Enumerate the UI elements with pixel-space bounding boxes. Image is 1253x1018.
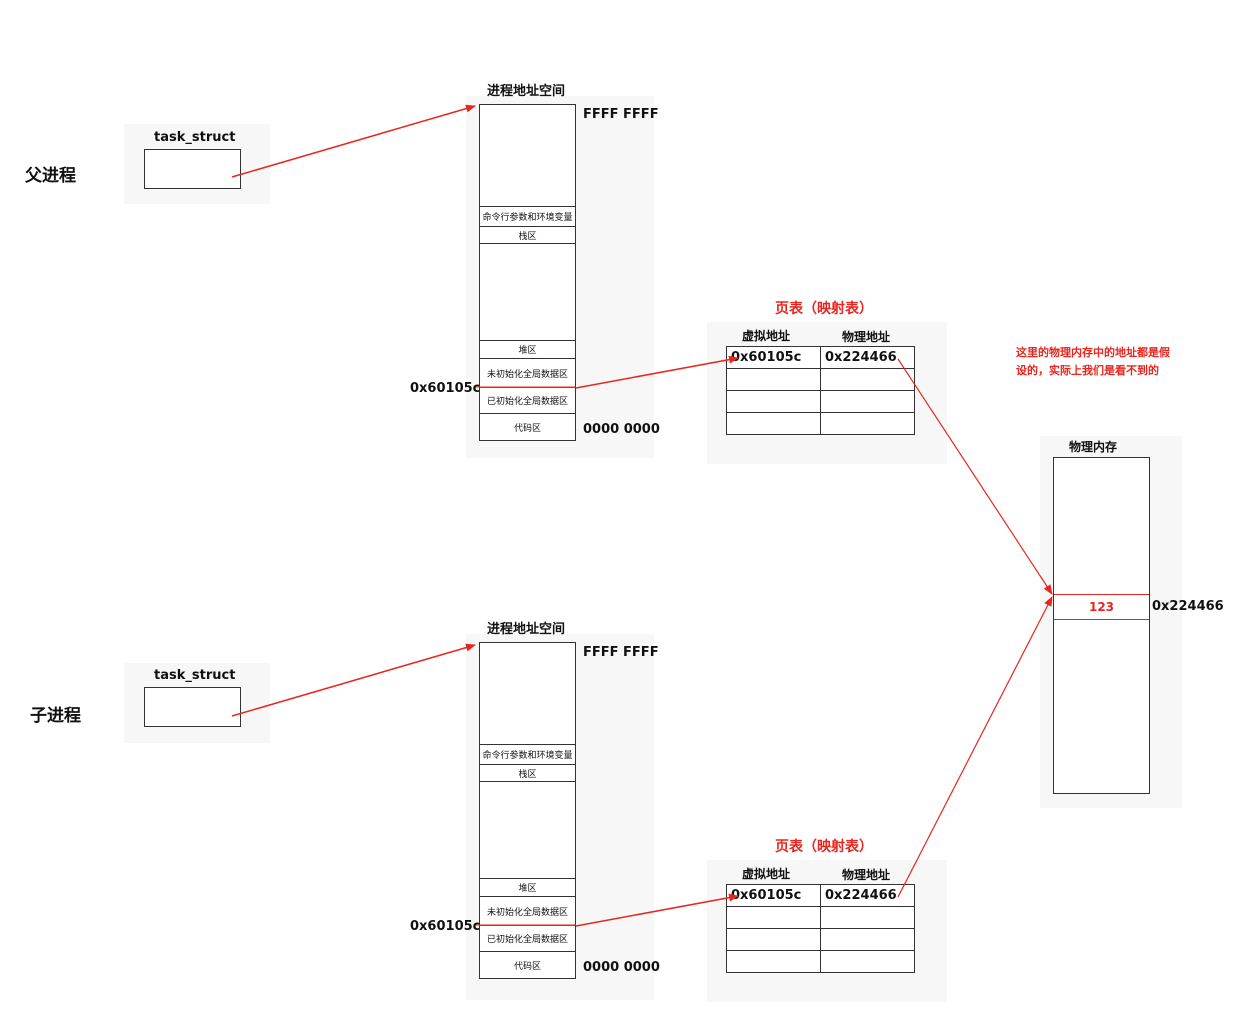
table-row: 0x60105c 0x224466 [726,346,915,369]
child-seg-cmdline-env: 命令行参数和环境变量 [480,744,575,764]
arrow-parent-task-to-space [231,104,476,178]
child-seg-stack: 栈区 [480,764,575,782]
parent-pt-virtual-cell: 0x60105c [726,346,821,369]
child-top-addr: FFFF FFFF [583,645,659,660]
physical-memory-title: 物理内存 [1069,440,1118,454]
child-page-table-title: 页表（映射表） [775,839,873,855]
table-row: 0x60105c 0x224466 [726,884,915,907]
child-bottom-addr: 0000 0000 [583,960,660,975]
parent-addr-space-title: 进程地址空间 [487,84,566,99]
child-pt-col-virtual: 虚拟地址 [742,867,791,881]
arrow-child-space-to-table [575,893,739,927]
arrow-child-task-to-space [231,643,476,717]
child-seg-bss: 未初始化全局数据区 [480,896,575,925]
child-addr-space-title: 进程地址空间 [487,622,566,637]
child-seg-heap: 堆区 [480,878,575,896]
parent-seg-stack: 栈区 [480,226,575,244]
table-row [726,412,915,435]
parent-pt-physical-cell: 0x224466 [820,346,915,369]
note-line-1: 这里的物理内存中的地址都是假 [1016,346,1170,359]
parent-process-label: 父进程 [25,166,76,186]
physical-memory-address: 0x224466 [1152,599,1224,614]
parent-seg-heap: 堆区 [480,340,575,358]
child-process-label: 子进程 [30,706,81,726]
child-pt-virtual-cell: 0x60105c [726,884,821,907]
parent-task-struct-label: task_struct [154,130,236,145]
parent-seg-code: 代码区 [480,413,575,441]
arrow-parent-table-to-memory [897,358,1053,595]
table-row [726,368,915,391]
table-row [726,928,915,951]
parent-page-table: 0x60105c 0x224466 [726,346,915,435]
table-row [726,950,915,973]
parent-task-struct-box [144,149,241,189]
child-page-table: 0x60105c 0x224466 [726,884,915,973]
child-addr-space-box: 命令行参数和环境变量 栈区 堆区 未初始化全局数据区 已初始化全局数据区 代码区 [479,642,576,979]
parent-top-addr: FFFF FFFF [583,107,659,122]
arrow-parent-space-to-table [575,355,739,389]
parent-seg-cmdline-env: 命令行参数和环境变量 [480,206,575,226]
parent-addr-space-box: 命令行参数和环境变量 栈区 堆区 未初始化全局数据区 已初始化全局数据区 代码区 [479,104,576,441]
child-pt-col-physical: 物理地址 [842,868,891,882]
note-text: 这里的物理内存中的地址都是假 设的，实际上我们是看不到的 [1016,344,1170,380]
parent-bottom-addr: 0000 0000 [583,422,660,437]
child-task-struct-label: task_struct [154,668,236,683]
parent-page-table-title: 页表（映射表） [775,301,873,317]
parent-seg-bss: 未初始化全局数据区 [480,358,575,387]
physical-memory-cell: 123 [1054,594,1149,620]
arrow-child-table-to-memory [897,596,1053,898]
child-var-addr: 0x60105c [410,919,481,934]
child-seg-code: 代码区 [480,951,575,979]
note-line-2: 设的，实际上我们是看不到的 [1016,364,1159,377]
parent-pt-col-virtual: 虚拟地址 [742,329,791,343]
parent-pt-col-physical: 物理地址 [842,330,891,344]
parent-var-addr: 0x60105c [410,381,481,396]
physical-memory-box: 123 [1053,457,1150,794]
child-task-struct-box [144,687,241,727]
